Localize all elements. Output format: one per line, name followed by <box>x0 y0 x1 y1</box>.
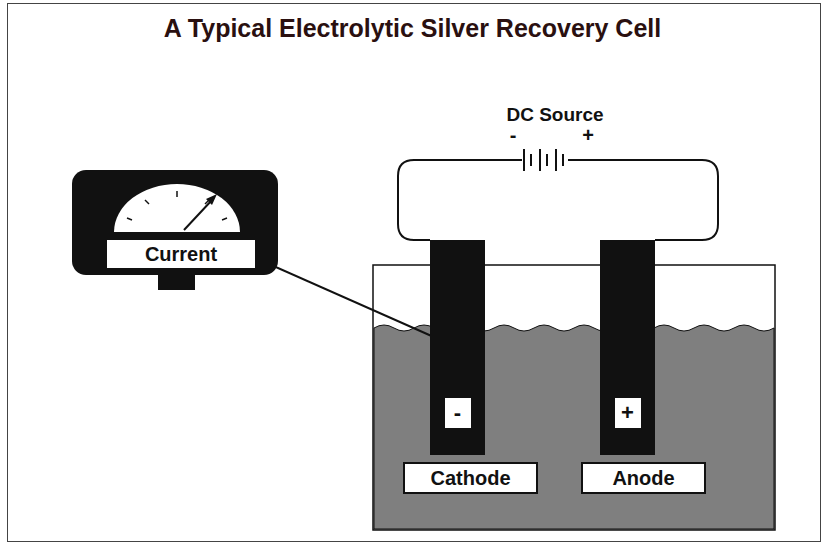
meter-label: Current <box>107 240 255 268</box>
dial-face <box>114 184 240 232</box>
polarity-sign: - <box>445 398 471 428</box>
polarity-sign: + <box>582 124 594 147</box>
polarity-sign: + <box>615 398 641 428</box>
current-meter: Current <box>72 170 278 275</box>
electrode-label: Anode <box>581 462 706 494</box>
diagram-title: A Typical Electrolytic Silver Recovery C… <box>0 14 825 43</box>
anode-electrode: + <box>600 240 655 455</box>
electrode-name: Anode <box>612 467 674 490</box>
needle-head <box>206 194 217 205</box>
polarity-sign: - <box>510 124 517 147</box>
battery-symbol <box>524 149 563 171</box>
wire <box>398 160 522 240</box>
wire <box>568 160 718 240</box>
dial-ticks <box>127 191 227 220</box>
electrode-label: Cathode <box>403 462 538 494</box>
electrode-name: Cathode <box>431 467 511 490</box>
meter-plug <box>158 274 195 290</box>
cathode-electrode: - <box>430 240 485 455</box>
frame <box>8 4 821 542</box>
source-label: DC Source <box>506 104 603 126</box>
meter-needle <box>184 200 212 230</box>
